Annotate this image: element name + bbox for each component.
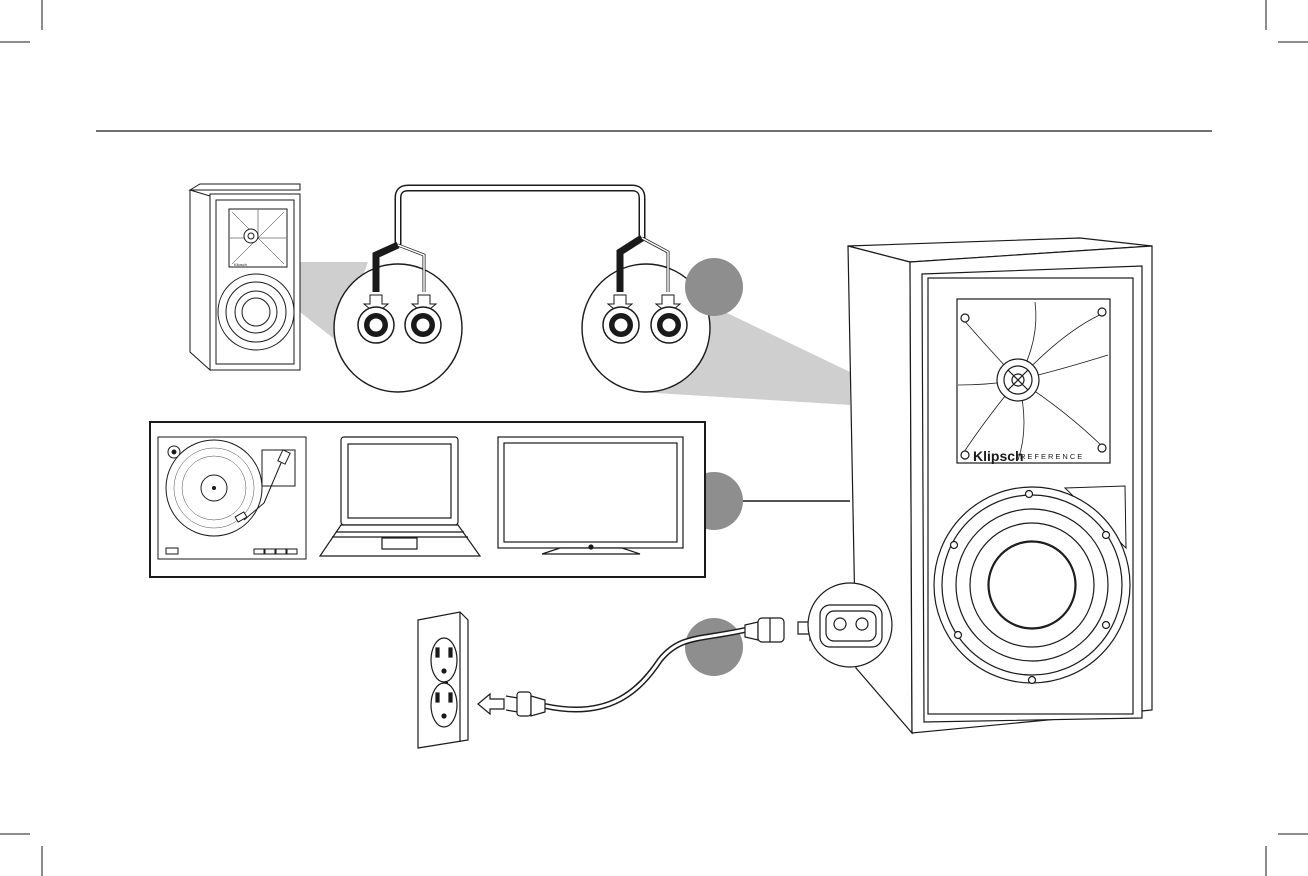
binding-post-positive (651, 307, 687, 343)
step-badge-1 (685, 258, 743, 316)
binding-post-negative (603, 307, 639, 343)
binding-post-negative (358, 307, 394, 343)
power-cord-icon (506, 616, 822, 716)
right-binding-posts-zoom (582, 238, 710, 392)
passive-speaker-icon: Klipsch (190, 184, 300, 370)
speaker-brand-sub: REFERENCE (1020, 452, 1084, 461)
speaker-wire-cable (398, 188, 642, 245)
source-devices-panel (150, 422, 705, 577)
binding-post-positive (405, 307, 441, 343)
passive-brand-label: Klipsch (234, 262, 247, 267)
turntable-icon (158, 437, 306, 559)
plug-arrow-icon (478, 694, 504, 714)
laptop-icon (320, 437, 480, 556)
speaker-brand-name: Klipsch (973, 448, 1024, 464)
power-inlet-zoom (808, 583, 892, 667)
tv-icon (498, 437, 683, 554)
wall-outlet-icon (418, 612, 468, 748)
step-badge-3 (685, 618, 743, 676)
